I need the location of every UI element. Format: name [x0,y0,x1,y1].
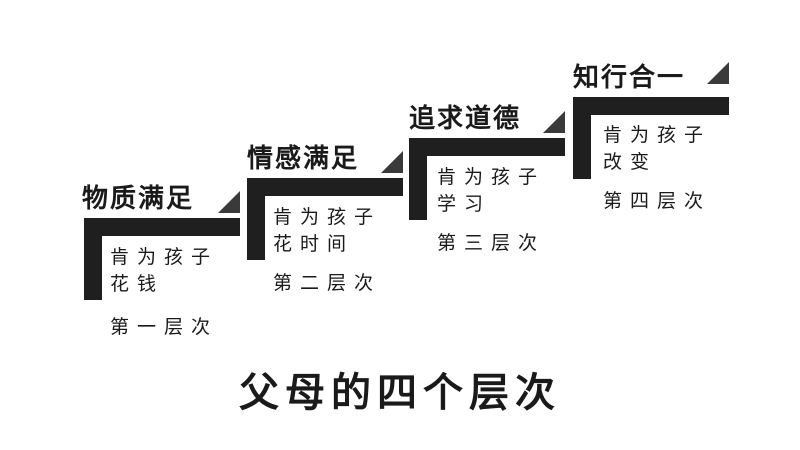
stair-corner-wedge [218,191,240,213]
stair-riser [84,218,102,300]
stair-tread [84,218,240,236]
stair-tread [247,178,403,196]
step-2-level: 第二层次 [273,272,382,294]
stair-corner-wedge [543,111,565,133]
step-1-description: 肯为孩子 花钱 [110,246,219,295]
step-3-description: 肯为孩子 学习 [437,166,546,215]
step-2-description: 肯为孩子 花时间 [273,206,382,255]
stair-corner-wedge [707,62,729,84]
stair-step-1 [84,191,240,300]
stair-corner-wedge [381,151,403,173]
step-3-level: 第三层次 [437,232,546,254]
stair-tread [409,138,565,156]
step-3-title: 追求道德 [409,104,522,134]
stair-riser [247,178,265,260]
step-4-title: 知行合一 [573,63,686,93]
stair-step-4 [573,62,729,179]
stair-riser [409,138,427,220]
step-1-level: 第一层次 [110,316,219,338]
step-2-title: 情感满足 [247,144,360,174]
step-4-level: 第四层次 [603,190,712,212]
stair-riser [573,97,591,179]
stair-tread [573,97,729,115]
step-4-description: 肯为孩子 改变 [603,124,712,173]
diagram-title: 父母的四个层次 [239,369,561,416]
step-1-title: 物质满足 [82,184,195,214]
stair-step-3 [409,111,565,220]
stair-step-2 [247,151,403,260]
